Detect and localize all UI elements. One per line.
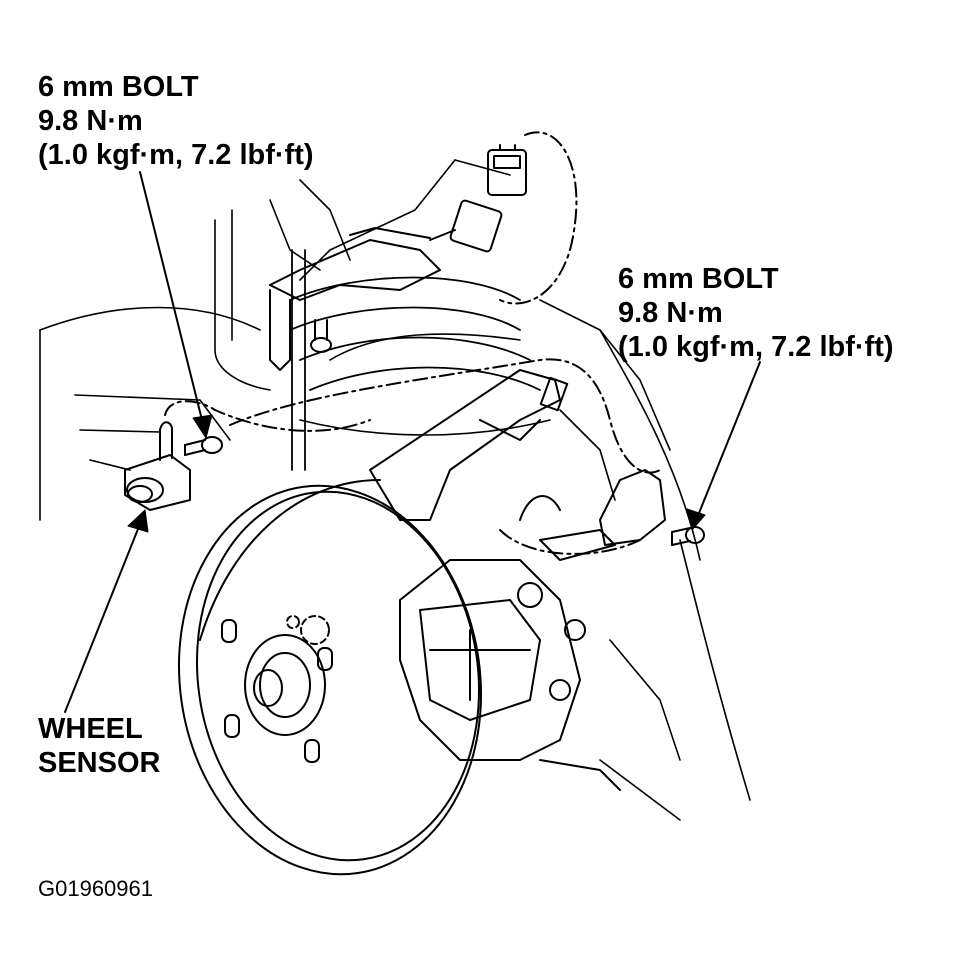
brake-caliper [399,559,621,791]
knuckle-arm [369,369,569,521]
bolt-torque-alt: (1.0 kgf·m, 7.2 lbf·ft) [618,331,894,363]
harness-bracket [269,227,441,371]
bolt-callout-left: 6 mm BOLT 9.8 N·m (1.0 kgf·m, 7.2 lbf·ft… [38,70,314,172]
bolt-size-label: 6 mm BOLT [38,71,199,103]
wheel-sensor-part [124,421,191,511]
wheel-sensor-label-line2: SENSOR [38,747,161,779]
wheel-sensor-callout: WHEEL SENSOR [38,712,160,780]
rotor-holes [286,615,330,645]
figure-id: G01960961 [38,876,153,901]
wheel-sensor-label-line1: WHEEL [38,713,143,745]
bolt-left-part [184,436,223,456]
arrowheads [127,414,706,533]
wheel-hub [244,634,326,736]
bolt-right-part [671,526,705,546]
leader-lines [64,171,761,713]
bolt-callout-right: 6 mm BOLT 9.8 N·m (1.0 kgf·m, 7.2 lbf·ft… [618,262,894,364]
connector-upper [487,144,527,196]
bolt-torque-alt: (1.0 kgf·m, 7.2 lbf·ft) [38,139,314,171]
bolt-upper-part [310,319,332,353]
connector-lower [429,199,503,253]
bolt-size-label: 6 mm BOLT [618,263,779,295]
bolt-torque-nm: 9.8 N·m [38,105,143,137]
wheel-studs [221,619,333,763]
brake-rotor [178,479,482,876]
sensor-wire-route [164,131,661,555]
bolt-torque-nm: 9.8 N·m [618,297,723,329]
wire-clip-right [519,469,666,561]
